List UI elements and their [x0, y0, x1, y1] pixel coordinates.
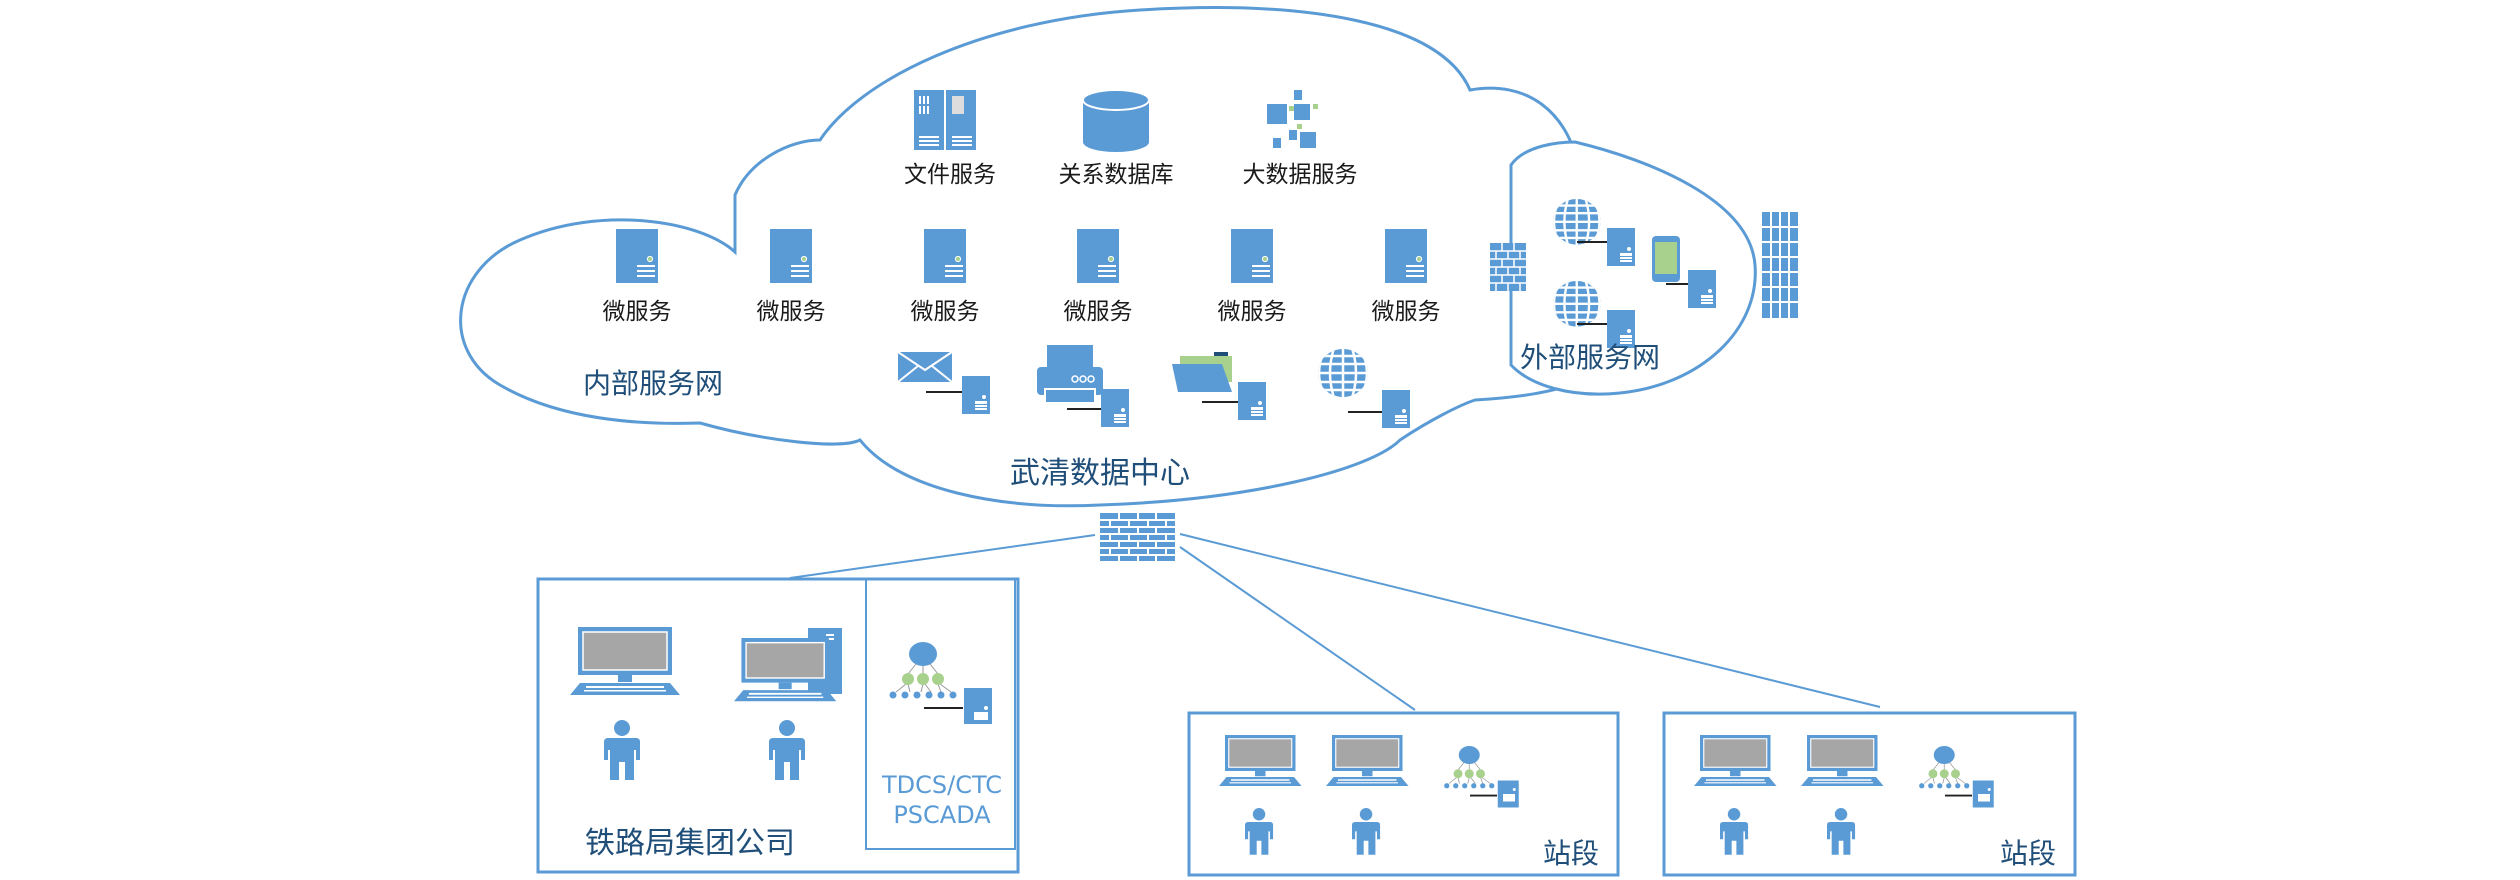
external-web-server-icon — [1553, 280, 1635, 348]
tdcs-ctc-label: TDCS/CTC — [882, 771, 1002, 799]
dispatch-systems-box — [865, 578, 1016, 850]
microservice-server-icon — [1230, 228, 1274, 284]
network-links — [789, 533, 1881, 711]
pscada-label: PSCADA — [893, 801, 991, 829]
core-service-label: 大数据服务 — [1242, 162, 1358, 188]
link-station-1 — [1179, 546, 1416, 711]
external-web-server-icon — [1553, 198, 1635, 266]
microservice-server-icon — [615, 228, 659, 284]
microservice-label: 微服务 — [756, 299, 826, 325]
dispatch-systems-label: TDCS/CTC PSCADA — [882, 770, 1002, 830]
data-center-cloud — [459, 6, 1659, 508]
link-railway-group — [789, 534, 1096, 579]
internal-firewall-icon — [1490, 243, 1526, 291]
station-server-icon — [1443, 745, 1519, 808]
web-server-icon — [1318, 348, 1410, 428]
railway-group-box — [536, 577, 1020, 874]
station-label: 站段 — [1542, 837, 1600, 870]
desktop-pc-icon — [733, 628, 842, 702]
railway-group-label: 铁路局集团公司 — [585, 826, 795, 861]
person-icon — [1827, 808, 1856, 855]
person-icon — [1352, 808, 1381, 855]
station-box — [1662, 711, 2077, 877]
print-server-icon — [1037, 345, 1129, 427]
mobile-server-icon — [1652, 236, 1716, 308]
link-station-2 — [1179, 533, 1881, 708]
person-icon — [604, 720, 640, 780]
microservice-label: 微服务 — [1371, 299, 1441, 325]
data-center-title: 武清数据中心 — [1010, 456, 1190, 491]
microservice-label: 微服务 — [602, 299, 672, 325]
workstation-icon — [1800, 734, 1885, 787]
microservice-server-icon — [1384, 228, 1428, 284]
person-icon — [769, 720, 805, 780]
workstation-icon — [569, 626, 681, 696]
microservice-label: 微服务 — [910, 299, 980, 325]
central-firewall-icon — [1100, 513, 1175, 561]
core-service-label: 文件服务 — [904, 162, 996, 188]
internal-network-label: 内部服务网 — [582, 367, 724, 400]
station-box — [1187, 711, 1620, 877]
external-network-label: 外部服务网 — [1519, 341, 1661, 374]
file-share-server-icon — [1172, 352, 1266, 420]
workstation-icon — [1325, 734, 1410, 787]
station-server-icon — [1918, 745, 1994, 808]
workstation-icon — [1693, 734, 1778, 787]
microservice-label: 微服务 — [1217, 299, 1287, 325]
microservice-servers — [615, 228, 1428, 284]
core-service-label: 关系数据库 — [1058, 162, 1174, 188]
person-icon — [1720, 808, 1749, 855]
microservice-label: 微服务 — [1063, 299, 1133, 325]
workstation-icon — [1218, 734, 1303, 787]
scada-server-icon — [889, 641, 992, 724]
big-data-icon — [1267, 90, 1318, 148]
microservice-server-icon — [769, 228, 813, 284]
database-icon — [1082, 89, 1150, 152]
microservice-server-icon — [923, 228, 967, 284]
file-server-icon — [914, 90, 976, 150]
email-server-icon — [897, 351, 990, 414]
station-label: 站段 — [1999, 837, 2057, 870]
person-icon — [1245, 808, 1274, 855]
external-firewall-icon — [1762, 212, 1798, 318]
microservice-server-icon — [1076, 228, 1120, 284]
